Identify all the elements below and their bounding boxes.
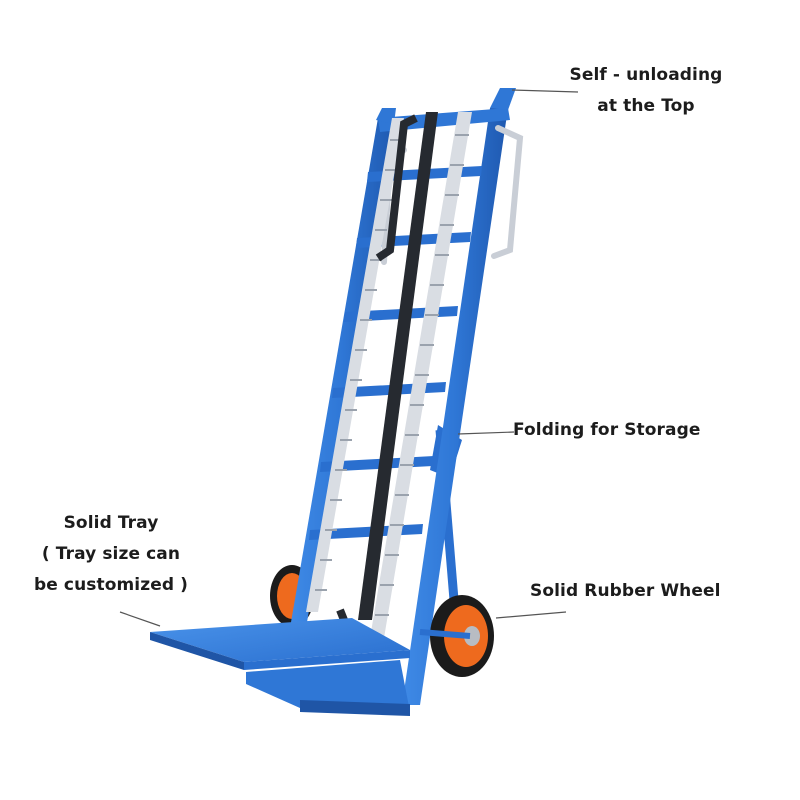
solid-rubber-wheel	[419, 595, 494, 677]
solid-tray	[150, 618, 410, 716]
callout-solid-tray: Solid Tray ( Tray size can be customized…	[28, 508, 194, 601]
callout-folding-text: Folding for Storage	[513, 420, 701, 440]
callout-folding: Folding for Storage	[513, 415, 701, 446]
leader-tray	[119, 611, 161, 627]
callout-rubber-wheel: Solid Rubber Wheel	[530, 576, 721, 607]
leader-top	[511, 89, 579, 93]
right-rail	[402, 108, 508, 705]
callout-tray-line3: be customized )	[33, 575, 189, 595]
callout-tray-line2: ( Tray size can	[41, 544, 181, 564]
callout-top-line2: at the Top	[597, 96, 695, 116]
top-unloading-bar	[376, 88, 516, 132]
callout-tray-line1: Solid Tray	[63, 513, 159, 533]
callout-self-unloading: Self - unloading at the Top	[566, 60, 726, 122]
callout-wheel-text: Solid Rubber Wheel	[530, 581, 721, 601]
callout-top-line1: Self - unloading	[569, 65, 723, 85]
leader-folding	[457, 431, 515, 435]
leader-wheel	[495, 611, 567, 619]
callout-lines	[119, 89, 579, 627]
